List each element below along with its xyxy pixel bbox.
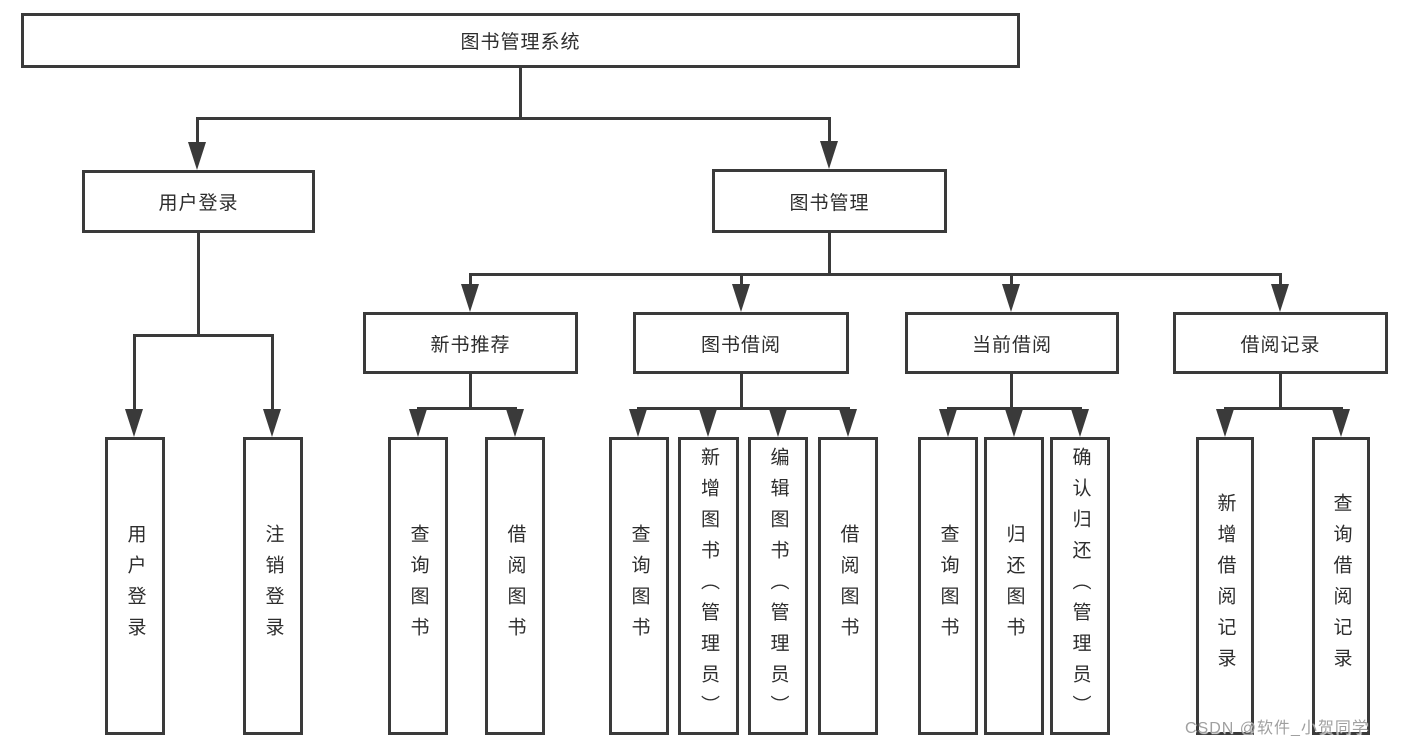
leaf-borrow-books-recommend: 借阅图书 (485, 437, 545, 735)
connector-vline (1279, 273, 1282, 286)
connector-vline (828, 117, 831, 143)
leaf-user-login-label: 用户登录 (124, 524, 146, 648)
leaf-add-borrow-record: 新增借阅记录 (1196, 437, 1254, 735)
connector-hline (469, 273, 1282, 276)
arrow-down-icon (839, 409, 857, 437)
csdn-watermark: CSDN @软件_小贺同学 (1185, 720, 1369, 737)
connector-hline (196, 117, 831, 120)
leaf-add-book-admin: 新增图书（管理员） (678, 437, 739, 735)
arrow-down-icon (820, 141, 838, 169)
arrow-down-icon (1271, 284, 1289, 312)
node-book-borrowing-label: 图书借阅 (700, 334, 781, 356)
arrow-down-icon (1216, 409, 1234, 437)
arrow-down-icon (461, 284, 479, 312)
leaf-query-books-borrowing-label: 查询图书 (628, 524, 650, 648)
arrow-down-icon (699, 409, 717, 437)
leaf-query-books-recommend-label: 查询图书 (407, 524, 429, 648)
node-borrowing-records-label: 借阅记录 (1240, 334, 1321, 356)
node-book-management-label: 图书管理 (789, 192, 870, 214)
arrow-down-icon (506, 409, 524, 437)
connector-vline (469, 273, 472, 286)
node-new-book-recommend: 新书推荐 (363, 312, 578, 374)
connector-hline (1224, 407, 1342, 410)
leaf-edit-book-admin-label: 编辑图书（管理员） (767, 446, 789, 726)
arrow-down-icon (939, 409, 957, 437)
node-borrowing-records: 借阅记录 (1173, 312, 1388, 374)
node-user-login: 用户登录 (82, 170, 315, 233)
leaf-query-books-current: 查询图书 (918, 437, 978, 735)
connector-vline (196, 117, 199, 144)
connector-vline (1010, 374, 1013, 410)
leaf-confirm-return-admin-label: 确认归还（管理员） (1069, 446, 1091, 726)
leaf-query-borrow-record: 查询借阅记录 (1312, 437, 1370, 735)
node-book-management: 图书管理 (712, 169, 947, 233)
node-root-label: 图书管理系统 (460, 32, 581, 53)
arrow-down-icon (263, 409, 281, 437)
node-new-book-recommend-label: 新书推荐 (430, 334, 511, 356)
node-current-borrowing-label: 当前借阅 (971, 334, 1052, 356)
node-book-borrowing: 图书借阅 (633, 312, 849, 374)
leaf-logout: 注销登录 (243, 437, 303, 735)
connector-vline (1279, 374, 1282, 410)
connector-vline (740, 374, 743, 410)
connector-vline (519, 68, 522, 118)
node-current-borrowing: 当前借阅 (905, 312, 1119, 374)
node-user-login-label: 用户登录 (158, 193, 239, 214)
arrow-down-icon (732, 284, 750, 312)
arrow-down-icon (188, 142, 206, 170)
arrow-down-icon (769, 409, 787, 437)
connector-vline (197, 233, 200, 337)
leaf-borrow-books-borrowing: 借阅图书 (818, 437, 878, 735)
arrow-down-icon (1005, 409, 1023, 437)
arrow-down-icon (409, 409, 427, 437)
connector-hline (637, 407, 849, 410)
leaf-edit-book-admin: 编辑图书（管理员） (748, 437, 808, 735)
leaf-query-books-borrowing: 查询图书 (609, 437, 669, 735)
connector-hline (417, 407, 516, 410)
leaf-return-book: 归还图书 (984, 437, 1044, 735)
connector-vline (828, 233, 831, 276)
leaf-add-borrow-record-label: 新增借阅记录 (1214, 493, 1236, 679)
connector-vline (1010, 273, 1013, 286)
leaf-confirm-return-admin: 确认归还（管理员） (1050, 437, 1110, 735)
connector-vline (469, 374, 472, 410)
connector-vline (271, 334, 274, 411)
arrow-down-icon (1002, 284, 1020, 312)
node-root: 图书管理系统 (21, 13, 1020, 68)
leaf-borrow-books-borrowing-label: 借阅图书 (837, 524, 859, 648)
arrow-down-icon (1332, 409, 1350, 437)
leaf-add-book-admin-label: 新增图书（管理员） (698, 446, 719, 726)
leaf-return-book-label: 归还图书 (1003, 524, 1025, 648)
connector-vline (740, 273, 743, 286)
leaf-borrow-books-recommend-label: 借阅图书 (504, 524, 526, 648)
leaf-user-login: 用户登录 (105, 437, 165, 735)
arrow-down-icon (125, 409, 143, 437)
connector-vline (133, 334, 136, 411)
leaf-query-books-recommend: 查询图书 (388, 437, 448, 735)
leaf-logout-label: 注销登录 (262, 524, 284, 648)
leaf-query-books-current-label: 查询图书 (937, 524, 959, 648)
connector-hline (133, 334, 274, 337)
arrow-down-icon (629, 409, 647, 437)
arrow-down-icon (1071, 409, 1089, 437)
leaf-query-borrow-record-label: 查询借阅记录 (1330, 493, 1352, 679)
